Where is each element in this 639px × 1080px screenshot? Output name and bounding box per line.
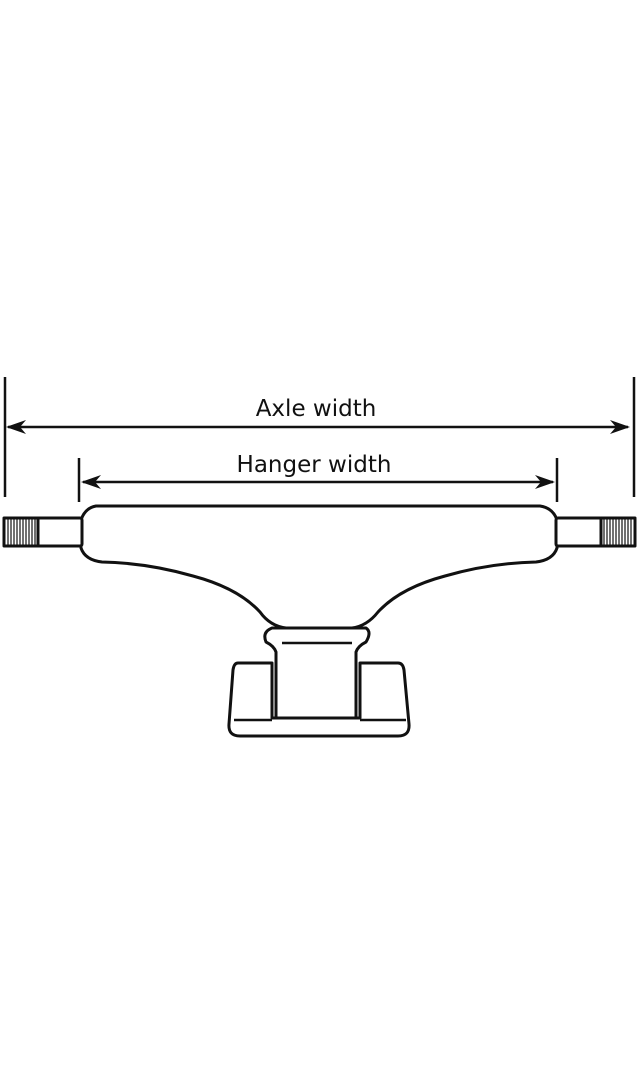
left-axle-threads: [7, 519, 36, 545]
hanger: [79, 504, 559, 630]
hanger-width-dimension: Hanger width: [77, 452, 559, 502]
right-axle-threads: [603, 519, 632, 545]
axle-width-label: Axle width: [256, 396, 377, 422]
left-axle: [2, 516, 84, 548]
right-axle: [554, 516, 637, 548]
axle-width-dimension: Axle width: [3, 377, 636, 497]
hanger-width-label: Hanger width: [237, 452, 392, 478]
skateboard-truck: [2, 504, 637, 738]
kingpin-collar: [263, 626, 371, 720]
baseplate: [227, 661, 411, 738]
